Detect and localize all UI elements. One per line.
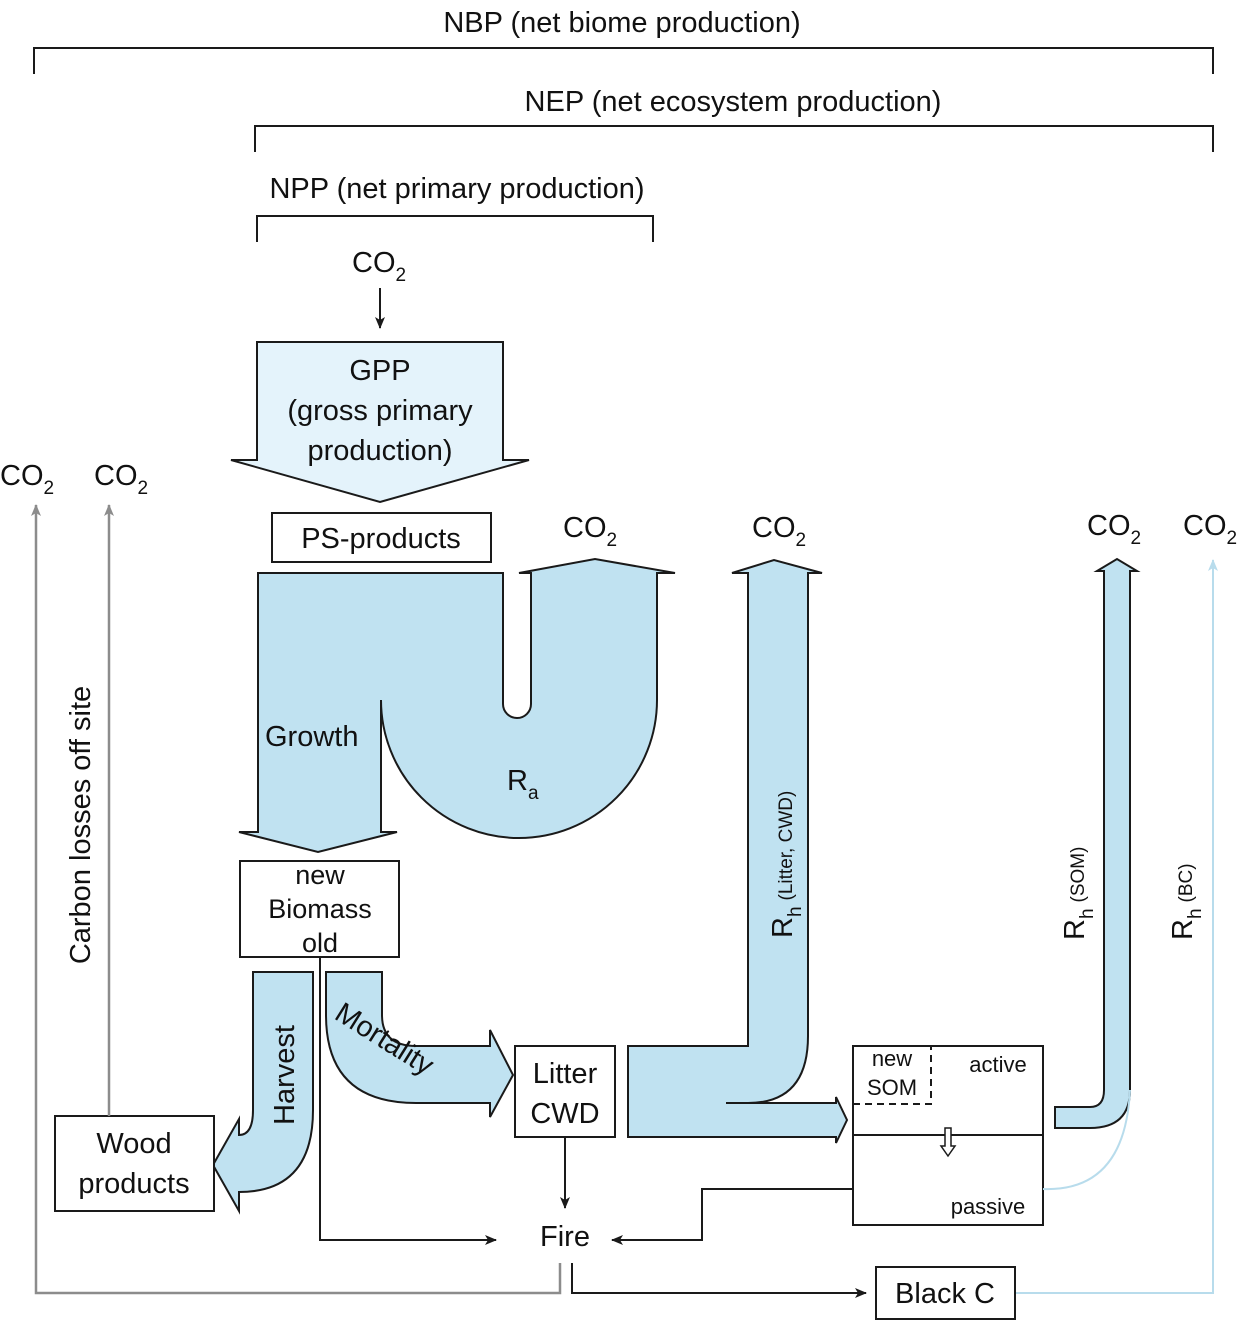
wood-products-label: products [78, 1168, 189, 1200]
biomass-box [239, 860, 400, 958]
harvest-label: Harvest [269, 1025, 301, 1125]
new-som-label: new [872, 1046, 912, 1071]
co2-ra-label: CO2 [563, 512, 617, 551]
carbon-losses-label: Carbon losses off site [65, 686, 97, 964]
co2-offsite-wood-label: CO2 [94, 460, 148, 499]
passive-to-fire-arrow [611, 1188, 853, 1245]
rh-litter-flow [627, 558, 849, 1144]
co2-rh-bc-label: CO2 [1183, 510, 1237, 549]
biomass-to-fire-arrow [319, 957, 497, 1245]
rh-bc-line [1015, 559, 1218, 1294]
som-label: SOM [867, 1075, 917, 1100]
rh-som-flow [1054, 557, 1141, 1129]
co2-offsite-fire-label: CO2 [0, 460, 54, 499]
gpp-label: GPP [349, 355, 410, 387]
ps-products-label: PS-products [301, 523, 461, 555]
wood-products-box [54, 1115, 215, 1212]
biomass-new-label: new [295, 860, 345, 890]
harvest-arrow [211, 971, 314, 1215]
active-to-passive-arrow [939, 1127, 957, 1158]
litter-label: Litter [533, 1058, 598, 1090]
biomass-label: Biomass [268, 894, 372, 924]
passive-to-rh-som-line [1042, 1089, 1131, 1191]
biomass-old-label: old [302, 928, 338, 958]
nep-bracket: NEP (net ecosystem production) [254, 86, 1214, 152]
fire-offsite-line [31, 504, 562, 1295]
black-c-label: Black C [895, 1278, 995, 1310]
passive-pool-label: passive [951, 1194, 1026, 1219]
wood-label: Wood [96, 1128, 171, 1160]
gpp-arrow [230, 341, 530, 504]
litter-cwd-box [514, 1045, 616, 1138]
ra-label: Ra [507, 765, 539, 804]
rh-som-label: Rh(SOM) [1059, 847, 1098, 940]
fire-to-black-c-arrow [571, 1263, 867, 1298]
nbp-label: NBP (net biome production) [443, 7, 800, 39]
rh-bc-label: Rh(BC) [1167, 863, 1206, 940]
co2-rh-litter-label: CO2 [752, 512, 806, 551]
active-pool-label: active [969, 1052, 1026, 1077]
cwd-label: CWD [530, 1098, 599, 1130]
mortality-arrow [325, 971, 515, 1118]
new-som-box [853, 1046, 932, 1105]
nep-label: NEP (net ecosystem production) [525, 86, 942, 118]
nbp-bracket: NBP (net biome production) [33, 7, 1214, 74]
gpp-label-line3: production) [307, 435, 452, 467]
npp-bracket: NPP (net primary production) [256, 173, 654, 242]
ps-products-box [271, 512, 492, 563]
fire-label: Fire [540, 1221, 590, 1253]
black-c-box [875, 1266, 1016, 1320]
co2-input-label: CO2 [352, 247, 406, 286]
co2-rh-som-label: CO2 [1087, 510, 1141, 549]
growth-ra-flow [238, 557, 676, 854]
rh-litter-label: Rh(Litter, CWD) [767, 791, 806, 938]
gpp-label-line2: (gross primary [287, 395, 473, 427]
growth-label: Growth [265, 721, 358, 753]
npp-label: NPP (net primary production) [269, 173, 644, 205]
